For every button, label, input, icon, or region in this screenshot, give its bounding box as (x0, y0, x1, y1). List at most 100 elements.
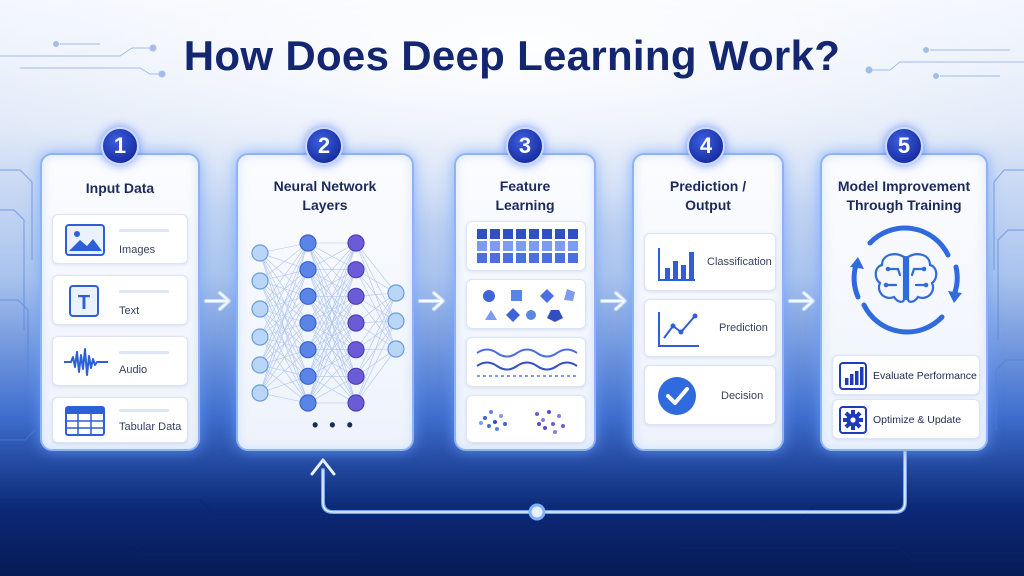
scatter-point (543, 426, 547, 430)
training-item-evaluate: Evaluate Performance (832, 355, 980, 395)
placeholder-line (119, 351, 169, 354)
grid-cell (529, 253, 539, 263)
connection-line (259, 252, 309, 324)
training-item-label: Optimize & Update (873, 414, 962, 426)
network-node (387, 284, 405, 302)
connection-line (355, 242, 397, 322)
connection-line (259, 242, 309, 338)
connection-line (259, 269, 309, 394)
scatter-point (495, 427, 499, 431)
scatter-point (499, 414, 503, 418)
connection-line (307, 376, 357, 404)
grid-cell (529, 229, 539, 239)
step-5-card: Model Improvement Through Training Evalu… (820, 153, 988, 451)
network-node (251, 384, 269, 402)
scatter-point (489, 410, 493, 414)
connection-line (259, 269, 309, 310)
connection-line (355, 292, 397, 377)
scatter-point (551, 422, 555, 426)
grid-cell (503, 253, 513, 263)
network-node (251, 244, 269, 262)
grid-cell (555, 229, 565, 239)
grid-cell (503, 241, 513, 251)
grid-cell (516, 229, 526, 239)
network-node (347, 394, 365, 412)
connection-line (259, 280, 309, 350)
input-item-audio: Audio (52, 336, 188, 386)
scatter-point (493, 420, 497, 424)
network-node (299, 367, 317, 385)
table-icon (65, 406, 105, 436)
feature-panel-grid (466, 221, 586, 271)
connection-line (355, 242, 397, 350)
network-node (299, 234, 317, 252)
grid-cell (542, 229, 552, 239)
connection-line (259, 364, 309, 404)
connection-line (355, 292, 397, 350)
connection-line (355, 269, 397, 350)
connection-line (259, 336, 309, 404)
connection-line (307, 349, 357, 404)
connection-line (307, 296, 357, 404)
step-2-card: Neural Network Layers • • • (236, 153, 414, 451)
text-icon: T (69, 285, 99, 317)
step-3-title: Feature Learning (456, 177, 594, 215)
network-node (347, 367, 365, 385)
feature-panel-clusters (466, 395, 586, 443)
feature-panel-waves (466, 337, 586, 387)
connection-line (307, 242, 357, 324)
connection-line (259, 280, 309, 377)
network-node (347, 234, 365, 252)
scatter-point (487, 424, 491, 428)
pixel-grid-icon (477, 229, 578, 263)
input-item-text: T Text (52, 275, 188, 325)
step-5-title: Model Improvement Through Training (822, 177, 986, 215)
network-node (299, 287, 317, 305)
grid-cell (542, 241, 552, 251)
grid-cell (477, 253, 487, 263)
step-4-title-line-1: Prediction / (669, 178, 747, 194)
step-3-card: Feature Learning (454, 153, 596, 451)
step-2-title-line-1: Neural Network (273, 178, 377, 194)
bar-chart-icon (658, 248, 695, 281)
step-4-title: Prediction / Output (634, 177, 782, 215)
step-1-card: Input Data Images T Text Audio Tabular D… (40, 153, 200, 451)
network-node (347, 287, 365, 305)
connection-line (307, 322, 357, 404)
connection-line (259, 242, 309, 282)
scatter-point (535, 412, 539, 416)
connection-line (259, 308, 309, 350)
connection-line (307, 242, 357, 270)
output-item-decision: Decision (644, 365, 776, 425)
grid-cell (477, 229, 487, 239)
scatter-point (503, 422, 507, 426)
network-node (347, 261, 365, 279)
connection-line (259, 252, 309, 377)
scatter-point (541, 418, 545, 422)
connection-line (259, 349, 309, 394)
input-item-label: Images (119, 244, 156, 256)
step-5-badge: 5 (885, 127, 923, 165)
more-layers-ellipsis: • • • (312, 415, 356, 435)
connection-line (259, 322, 309, 394)
output-item-prediction: Prediction (644, 299, 776, 357)
connection-line (259, 280, 309, 404)
grid-cell (555, 241, 565, 251)
page-title: How Does Deep Learning Work? (183, 32, 841, 79)
audio-waveform-icon (64, 348, 108, 376)
grid-cell (555, 253, 565, 263)
step-5-title-line-2: Through Training (846, 197, 962, 213)
grid-cell (542, 253, 552, 263)
neural-network-diagram (251, 234, 405, 412)
arrow-right-icon (418, 291, 445, 311)
scatter-point (483, 416, 487, 420)
grid-cell (490, 253, 500, 263)
step-4-badge: 4 (687, 127, 725, 165)
input-item-label: Audio (119, 364, 148, 376)
image-icon (65, 224, 105, 256)
scatter-point (557, 414, 561, 418)
output-item-label: Decision (721, 390, 764, 402)
training-item-label: Evaluate Performance (873, 370, 977, 382)
grid-cell (490, 241, 500, 251)
svg-text:T: T (78, 292, 90, 314)
